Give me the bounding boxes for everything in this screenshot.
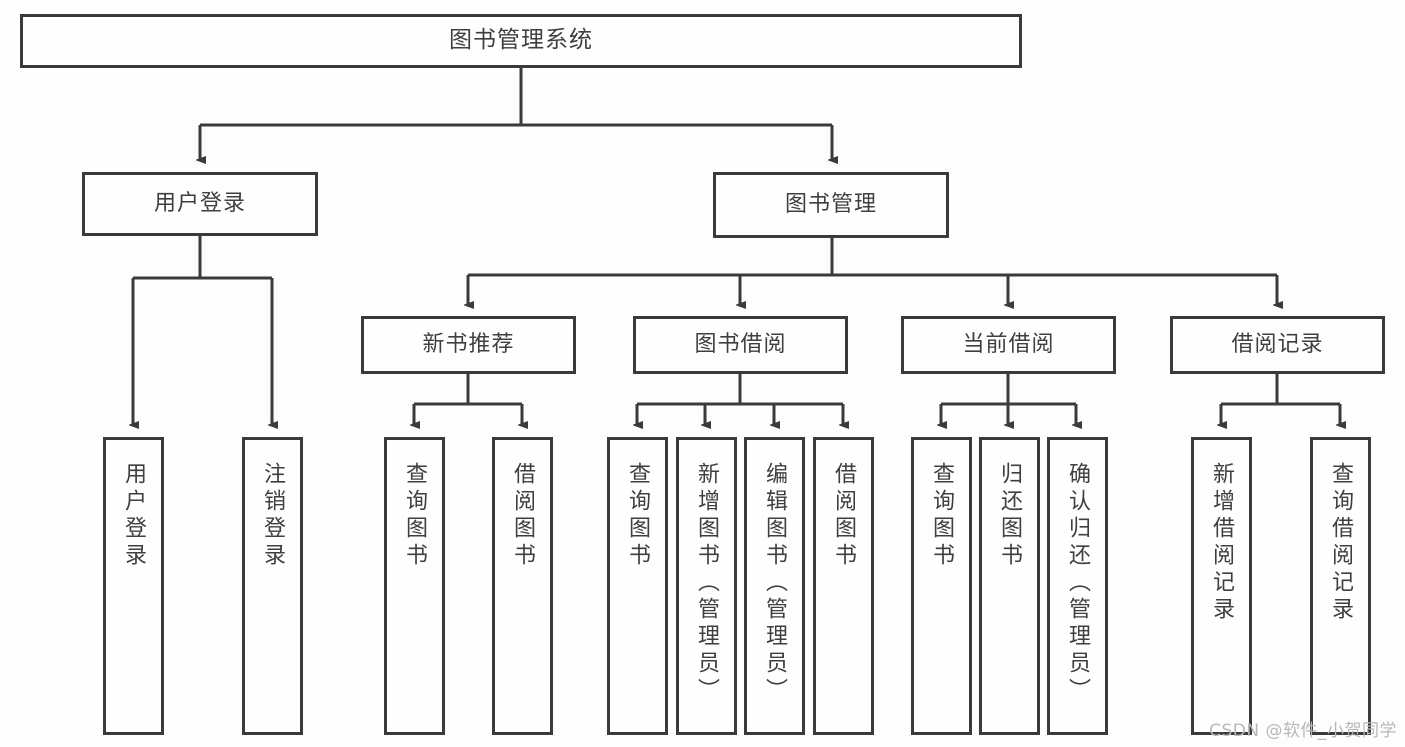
node-leaf-borrow-book-1-label: 借阅图书 — [510, 462, 536, 570]
node-book-borrow[interactable]: 图书借阅 — [633, 316, 848, 374]
node-leaf-query-book-1-label: 查询图书 — [402, 462, 428, 570]
node-new-book-recommend[interactable]: 新书推荐 — [361, 316, 576, 374]
node-user-login-label: 用户登录 — [153, 190, 246, 216]
node-root-label: 图书管理系统 — [449, 27, 593, 54]
node-leaf-user-login[interactable]: 用户登录 — [103, 437, 164, 735]
node-leaf-add-book[interactable]: 新增图书（管理员） — [676, 437, 737, 735]
node-leaf-user-login-label: 用户登录 — [121, 462, 147, 570]
node-new-book-recommend-label: 新书推荐 — [422, 331, 515, 357]
node-leaf-add-record-label: 新增借阅记录 — [1209, 462, 1235, 624]
node-current-borrow[interactable]: 当前借阅 — [901, 316, 1116, 374]
node-leaf-return-book[interactable]: 归还图书 — [979, 437, 1040, 735]
node-leaf-query-record[interactable]: 查询借阅记录 — [1310, 437, 1371, 735]
node-leaf-confirm-return-label: 确认归还（管理员） — [1065, 462, 1091, 705]
node-leaf-return-book-label: 归还图书 — [997, 462, 1023, 570]
node-leaf-add-book-label: 新增图书（管理员） — [694, 462, 720, 705]
node-root[interactable]: 图书管理系统 — [20, 14, 1022, 68]
node-leaf-borrow-book-2[interactable]: 借阅图书 — [813, 437, 874, 735]
node-leaf-confirm-return[interactable]: 确认归还（管理员） — [1047, 437, 1108, 735]
node-leaf-logout-login-label: 注销登录 — [260, 462, 286, 570]
node-current-borrow-label: 当前借阅 — [962, 331, 1055, 357]
node-leaf-edit-book-label: 编辑图书（管理员） — [762, 462, 788, 705]
node-leaf-query-book-3[interactable]: 查询图书 — [911, 437, 972, 735]
node-leaf-logout-login[interactable]: 注销登录 — [242, 437, 303, 735]
node-leaf-query-book-2-label: 查询图书 — [625, 462, 651, 570]
node-leaf-edit-book[interactable]: 编辑图书（管理员） — [744, 437, 805, 735]
node-user-login[interactable]: 用户登录 — [82, 172, 318, 236]
node-leaf-query-book-3-label: 查询图书 — [929, 462, 955, 570]
node-leaf-query-record-label: 查询借阅记录 — [1328, 462, 1354, 624]
node-borrow-record-label: 借阅记录 — [1231, 331, 1324, 357]
node-book-borrow-label: 图书借阅 — [694, 331, 787, 357]
watermark-text: CSDN @软件_小贺同学 — [1209, 721, 1397, 741]
node-leaf-add-record[interactable]: 新增借阅记录 — [1191, 437, 1252, 735]
node-leaf-borrow-book-1[interactable]: 借阅图书 — [492, 437, 553, 735]
node-book-manage-label: 图书管理 — [784, 191, 877, 217]
node-book-manage[interactable]: 图书管理 — [713, 172, 949, 238]
node-leaf-query-book-1[interactable]: 查询图书 — [384, 437, 445, 735]
node-leaf-query-book-2[interactable]: 查询图书 — [607, 437, 668, 735]
node-borrow-record[interactable]: 借阅记录 — [1170, 316, 1385, 374]
node-leaf-borrow-book-2-label: 借阅图书 — [831, 462, 857, 570]
